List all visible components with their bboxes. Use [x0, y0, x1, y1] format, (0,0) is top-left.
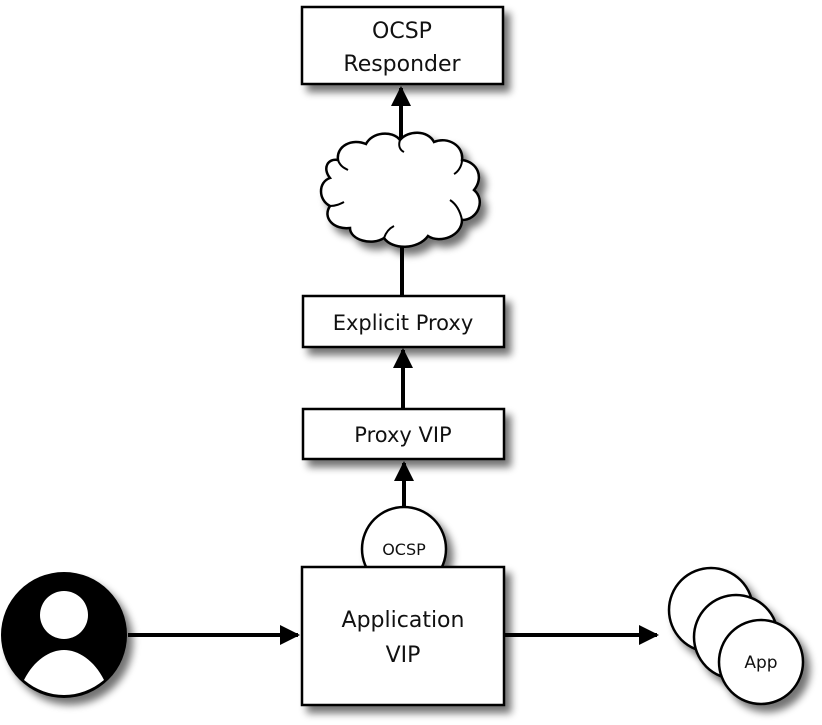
app-pool-label: App [744, 653, 777, 673]
proxy-vip-node[interactable]: Proxy VIP [301, 407, 506, 461]
proxy-vip-label: Proxy VIP [354, 423, 451, 447]
application-vip-node[interactable]: Application VIP [300, 565, 506, 707]
application-vip-label-line1: Application [342, 608, 465, 633]
internet-cloud[interactable] [319, 131, 481, 248]
application-vip-label-line2: VIP [386, 643, 421, 668]
ocsp-profile-label: OCSP [382, 540, 426, 559]
ocsp-responder-label-line1: OCSP [372, 19, 432, 44]
app-pool-node[interactable]: App [667, 566, 805, 706]
ocsp-responder-label-line2: Responder [343, 52, 461, 77]
user-icon [24, 591, 104, 695]
ocsp-responder-node[interactable]: OCSP Responder [300, 5, 505, 86]
app-server-front [717, 618, 805, 706]
explicit-proxy-label: Explicit Proxy [333, 311, 474, 335]
explicit-proxy-node[interactable]: Explicit Proxy [301, 294, 506, 349]
user-node[interactable] [1, 572, 127, 698]
